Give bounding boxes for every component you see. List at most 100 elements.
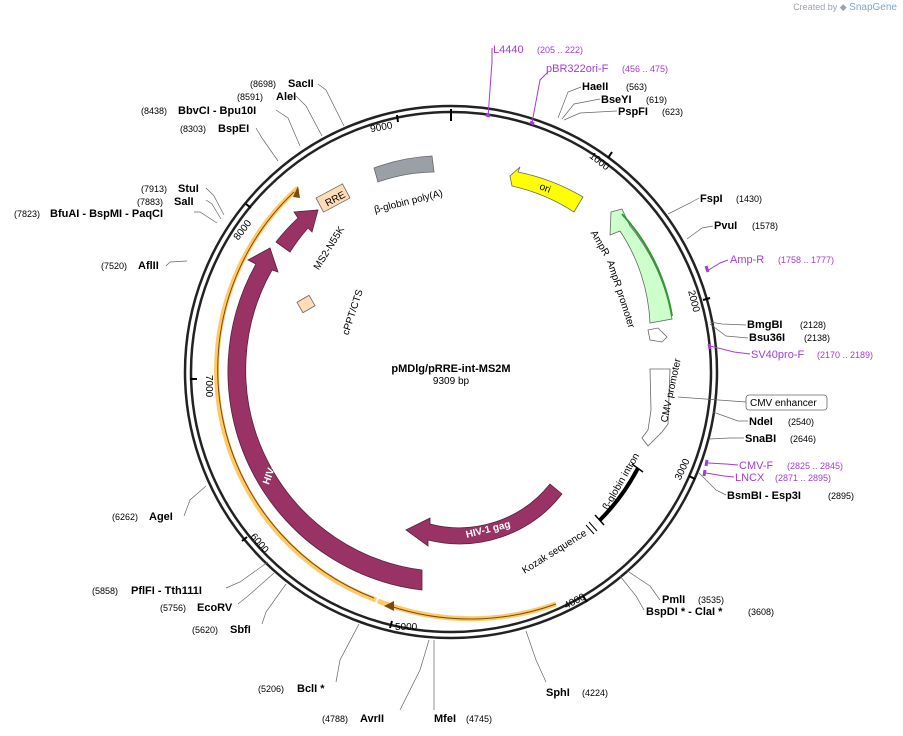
beta-globin-intron-feature bbox=[598, 467, 640, 522]
ori-feature bbox=[509, 166, 584, 213]
primer-cmvf: CMV-F(2825 .. 2845) bbox=[739, 460, 843, 472]
site-sacii: (8698) SacII bbox=[250, 78, 314, 90]
cppt-label: cPPT/CTS bbox=[341, 288, 366, 337]
site-pflfi: (5858) PflFI - Tth111I bbox=[92, 585, 202, 597]
kozak-label: Kozak sequence bbox=[520, 528, 589, 577]
site-haeii-name: HaeII bbox=[582, 81, 608, 93]
site-stui-pos: (7913) bbox=[141, 184, 167, 194]
primer-ampr-name: Amp-R bbox=[730, 254, 764, 266]
cppt-feature bbox=[296, 294, 316, 314]
site-stui: (7913)StuI bbox=[141, 183, 199, 195]
site-bspei-name: BspEI bbox=[218, 123, 249, 135]
ampr-highlight bbox=[621, 213, 673, 317]
site-bbvci: (8438)BbvCI - Bpu10I bbox=[141, 105, 256, 117]
cmv-enhancer-box bbox=[745, 394, 828, 411]
snapgene-logo-icon: ◆ bbox=[839, 2, 847, 12]
primer-ampr: Amp-R (1758 .. 1777) bbox=[730, 254, 834, 266]
tick-label-7000: 7000 bbox=[203, 375, 214, 398]
site-pspfi-pos: (623) bbox=[662, 107, 683, 117]
site-avrii-pos: (4788) bbox=[322, 714, 348, 724]
site-pvui: PvuI (1578) bbox=[714, 220, 778, 232]
hiv-gag-feature bbox=[405, 483, 563, 547]
site-mfei-pos: (4745) bbox=[466, 714, 492, 724]
site-haeii-pos: (563) bbox=[626, 82, 647, 92]
site-bmgbi-name: BmgBI bbox=[747, 319, 782, 331]
tick-label-6000: 6000 bbox=[248, 531, 271, 555]
site-ecorv-pos: (5756) bbox=[160, 603, 186, 613]
site-bbvci-name: BbvCI - Bpu10I bbox=[178, 105, 256, 117]
site-pspfi: PspFI (623) bbox=[618, 106, 683, 118]
site-ecorv: (5756) EcoRV bbox=[160, 602, 233, 614]
cmv-enhancer-label: CMV enhancer bbox=[750, 398, 817, 409]
site-fspi-name: FspI bbox=[700, 193, 723, 205]
site-pspfi-name: PspFI bbox=[618, 106, 648, 118]
site-alei-name: AleI bbox=[276, 91, 296, 103]
primer-leaders bbox=[487, 48, 751, 478]
ms2-label: MS2-N55K bbox=[312, 225, 347, 273]
site-leaders bbox=[165, 83, 749, 711]
primer-lncx-name: LNCX bbox=[735, 472, 765, 484]
site-sphi-name: SphI bbox=[546, 687, 570, 699]
site-bfuai-pos: (7823) bbox=[14, 209, 40, 219]
kozak-mark-b bbox=[588, 521, 598, 532]
ori-label: ori bbox=[538, 181, 552, 195]
primer-sv40pro-pos: (2170 .. 2189) bbox=[817, 350, 873, 360]
primer-sv40pro: SV40pro-F (2170 .. 2189) bbox=[751, 349, 873, 361]
site-bsmbi: BsmBI - Esp3I(2895) bbox=[727, 490, 854, 502]
site-sphi-pos: (4224) bbox=[582, 688, 608, 698]
beta-globin-intron-label: β-globin intron bbox=[601, 451, 642, 512]
site-sali-name: SalI bbox=[174, 196, 194, 208]
site-sacii-name: SacII bbox=[288, 78, 314, 90]
site-ndei: NdeI(2540) bbox=[749, 416, 814, 428]
site-alei-pos: (8591) bbox=[237, 92, 263, 102]
site-aflii: (7520)AflII bbox=[101, 260, 159, 272]
site-ecorv-name: EcoRV bbox=[197, 602, 233, 614]
plasmid-length: 9309 bp bbox=[433, 376, 470, 387]
site-sbfi-pos: (5620) bbox=[192, 625, 218, 635]
plasmid-name: pMDlg/pRRE-int-MS2M bbox=[391, 363, 510, 375]
site-bcli-name: BclI * bbox=[297, 683, 325, 695]
site-bmgbi: BmgBI(2128) bbox=[747, 319, 826, 331]
site-bspei: (8303) BspEI bbox=[180, 123, 249, 135]
cmv-promoter-feature bbox=[641, 368, 671, 447]
site-pvui-name: PvuI bbox=[714, 220, 737, 232]
site-pflfi-pos: (5858) bbox=[92, 586, 118, 596]
site-bspdi: BspDI * - ClaI *(3608) bbox=[646, 606, 774, 618]
ampr-feature bbox=[609, 208, 673, 324]
beta-globin-polya-label: β-globin poly(A) bbox=[373, 188, 444, 216]
site-bsu36i-name: Bsu36I bbox=[749, 332, 785, 344]
primer-ampr-pos: (1758 .. 1777) bbox=[778, 255, 834, 265]
orf-arrow-bottom-head bbox=[384, 601, 394, 611]
site-bspei-pos: (8303) bbox=[180, 124, 206, 134]
site-bseyi: BseYI(619) bbox=[601, 94, 667, 106]
site-pflfi-name: PflFI - Tth111I bbox=[131, 585, 202, 597]
site-snabi-name: SnaBI bbox=[745, 433, 776, 445]
site-bspdi-pos: (3608) bbox=[748, 607, 774, 617]
site-pvui-pos: (1578) bbox=[752, 221, 778, 231]
primer-sv40pro-name: SV40pro-F bbox=[751, 349, 804, 361]
site-mfei: MfeI(4745) bbox=[434, 713, 492, 725]
tick-label-2000: 2000 bbox=[685, 289, 701, 314]
ms2-feature bbox=[275, 209, 319, 253]
site-avrii-name: AvrII bbox=[360, 713, 384, 725]
primer-cmvf-name: CMV-F bbox=[739, 460, 774, 472]
ampr-label: AmpR bbox=[588, 229, 611, 259]
tick-label-3000: 3000 bbox=[673, 457, 693, 482]
backbone-outer-ring bbox=[183, 104, 719, 640]
primer-labels: L4440(205 .. 222) pBR322ori-F(456 .. 475… bbox=[493, 44, 873, 484]
site-snabi: SnaBI(2646) bbox=[745, 433, 816, 445]
snapgene-watermark: Created by ◆ SnapGene bbox=[793, 2, 897, 13]
primer-lncx: LNCX(2871 .. 2895) bbox=[735, 472, 831, 484]
beta-globin-polya-feature bbox=[373, 155, 435, 183]
site-pmli: PmlI(3535) bbox=[662, 594, 724, 606]
site-avrii: (4788) AvrII bbox=[322, 713, 384, 725]
ampr-promoter-feature bbox=[647, 327, 668, 343]
site-pmli-name: PmlI bbox=[662, 594, 685, 606]
site-fspi-pos: (1430) bbox=[736, 194, 762, 204]
orf-arrow-left-head bbox=[293, 186, 300, 198]
site-sacii-pos: (8698) bbox=[250, 79, 276, 89]
orf-highlight-inner bbox=[377, 598, 557, 622]
site-sali: (7883)SalI bbox=[137, 196, 194, 208]
site-bseyi-name: BseYI bbox=[601, 94, 632, 106]
